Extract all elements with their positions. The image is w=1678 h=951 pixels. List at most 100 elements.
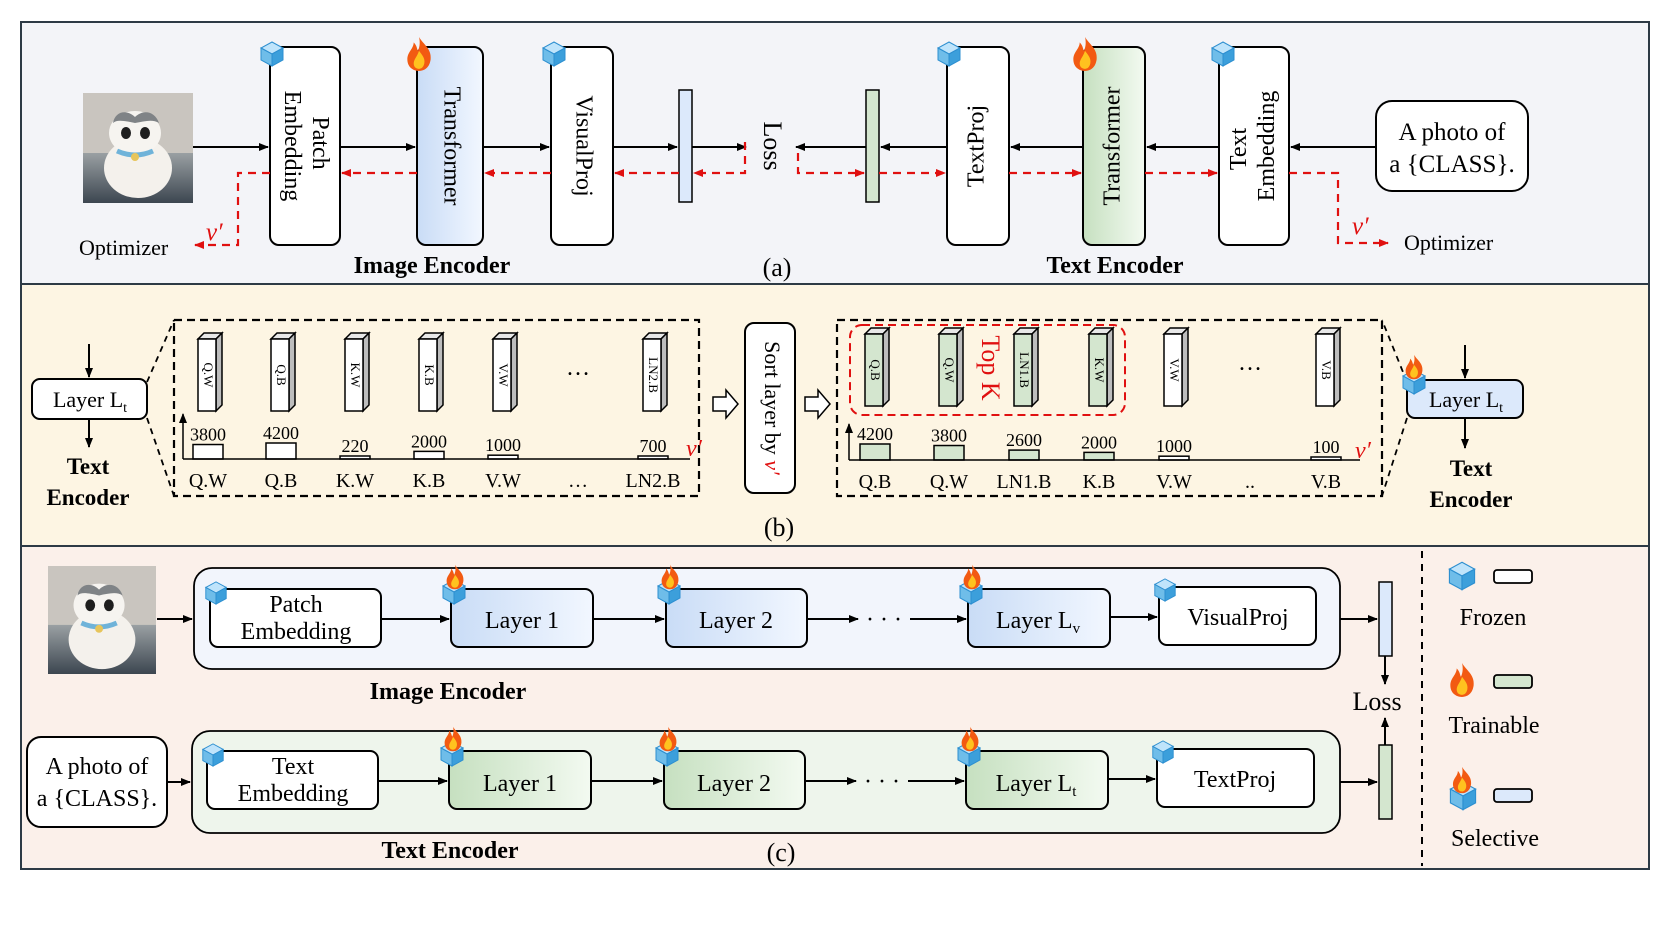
param-card: Q.W [196, 331, 224, 413]
sorted-params-group: Q.B4200Q.BQ.W3800Q.WLN1.B2600LN1.BK.W200… [857, 326, 1342, 493]
value-label: 3800 [190, 425, 226, 445]
panel-a-image-encoder-title: Image Encoder [354, 253, 511, 279]
panel-c-text-encoder-title: Text Encoder [381, 838, 518, 864]
panel-c-loss-label: Loss [1352, 687, 1401, 716]
axis-param-label: LN1.B [997, 471, 1052, 493]
image-ellipsis: · · · [866, 607, 902, 633]
legend-selective-swatch [1493, 788, 1533, 803]
param-card-label: V.W [496, 363, 511, 387]
param-ellipsis: … [1238, 350, 1262, 376]
text-encoder-label-right: Text [1450, 456, 1493, 481]
c-image-feature-bar [1378, 581, 1393, 657]
c-text-embedding-line-2: Embedding [238, 781, 349, 807]
v-prime-right-label: v′ [1352, 213, 1369, 240]
unsorted-params-group: Q.W3800Q.WQ.B4200Q.BK.W220K.WK.B2000K.BV… [189, 331, 681, 492]
hollow-arrow-icon [712, 387, 739, 421]
loss-label: Loss [758, 121, 787, 170]
gradient-arrows [194, 142, 1389, 249]
param-card: V.W [491, 331, 519, 413]
text-ellipsis: · · · [864, 769, 900, 795]
text-embedding-label: Text Embedding [1226, 91, 1280, 202]
param-card-label: K.W [348, 363, 363, 389]
panel-c: Patch Embedding Layer 1 Layer 2 · · · La… [20, 545, 1650, 870]
axis-param-label: LN2.B [626, 470, 681, 492]
axis-param-label: V.W [1156, 471, 1192, 493]
legend: Frozen Trainable Selective [1448, 561, 1540, 852]
c-text-feature-bar [1378, 744, 1393, 820]
panel-a-caption: (a) [763, 253, 792, 282]
value-label: 4200 [263, 423, 299, 443]
value-bar [265, 442, 297, 460]
optimizer-left-label: Optimizer [79, 235, 169, 260]
text-layer-lt-label: Layer Lt [996, 771, 1078, 800]
value-label: 2000 [1081, 432, 1117, 452]
axis-param-label: Q.B [859, 471, 892, 493]
param-card-label: Q.B [868, 359, 883, 381]
c-visual-proj-label: VisualProj [1187, 605, 1288, 631]
image-layer-lv-label: Layer Lv [996, 608, 1081, 637]
text-encoder-label-right-2: Encoder [1429, 487, 1512, 512]
patch-embedding-line-2: Embedding [241, 619, 352, 645]
param-card: K.B [417, 331, 445, 413]
unsorted-params-box [172, 318, 701, 498]
value-label: 4200 [857, 424, 893, 444]
axis-param-label: K.B [413, 470, 446, 492]
axis-param-label: Q.W [189, 470, 227, 492]
param-card-label: K.W [1092, 358, 1107, 384]
value-bar [933, 444, 965, 461]
image-feature-bar [678, 89, 693, 203]
value-label: 700 [640, 436, 667, 456]
axis-param-label: V.B [1311, 471, 1341, 493]
panel-c-caption: (c) [767, 838, 796, 867]
panel-c-image-encoder-title: Image Encoder [370, 679, 527, 705]
param-card: V.B [1314, 326, 1342, 408]
param-card-label: Q.B [274, 364, 289, 386]
value-bar [192, 443, 224, 460]
layer-lt-label-left: Layer Lt [53, 387, 127, 416]
text-feature-bar [865, 89, 880, 203]
param-card: Q.W [937, 326, 965, 408]
panel-a-text-encoder-title: Text Encoder [1046, 253, 1183, 279]
param-ellipsis: … [566, 355, 590, 381]
value-bar [859, 443, 891, 461]
text-layer-2-label: Layer 2 [697, 771, 771, 797]
axis-param-label: V.W [485, 470, 521, 492]
c-visual-proj-box [1158, 586, 1317, 646]
param-card-label: LN2.B [646, 357, 661, 393]
hollow-arrow-icon [804, 387, 831, 421]
legend-selective-label: Selective [1451, 826, 1539, 852]
sort-label: Sort layer by v′ [760, 341, 785, 476]
param-card-label: K.B [422, 364, 437, 386]
legend-trainable-label: Trainable [1448, 713, 1539, 739]
text-transformer-label: Transformer [1100, 86, 1126, 205]
axis-param-label: Q.W [930, 471, 968, 493]
legend-trainable-swatch [1493, 674, 1533, 689]
image-layer-1-label: Layer 1 [485, 608, 559, 634]
c-prompt-line-2: a {CLASS}. [37, 786, 157, 812]
cat-image-icon [48, 566, 156, 674]
param-card: K.W [1087, 326, 1115, 408]
param-card: LN2.B [641, 331, 669, 413]
prompt-line-1: A photo of [1399, 119, 1507, 146]
c-text-proj-box [1156, 748, 1315, 808]
c-text-embedding-line-1: Text [272, 754, 315, 780]
param-card-label: Q.W [201, 363, 216, 389]
value-label: 2000 [411, 431, 447, 451]
prompt-line-2: a {CLASS}. [1389, 151, 1514, 178]
param-card: Q.B [863, 326, 891, 408]
c-text-proj-label: TextProj [1194, 767, 1276, 793]
cat-image-icon [83, 93, 193, 203]
value-bar [1008, 449, 1040, 461]
panel-b-background [20, 283, 1650, 547]
v-prime-unsorted: v′ [686, 436, 703, 462]
patch-embedding-label: Patch Embedding [279, 91, 333, 202]
patch-embedding-line-1: Patch [269, 592, 322, 618]
visual-proj-label: VisualProj [570, 95, 596, 196]
axis-param-label: Q.B [265, 470, 298, 492]
c-prompt-box [26, 736, 168, 828]
text-encoder-label-left: Text [67, 454, 110, 479]
c-prompt-line-1: A photo of [46, 754, 149, 780]
param-card-label: Q.W [942, 358, 957, 384]
value-bar [1083, 451, 1115, 461]
